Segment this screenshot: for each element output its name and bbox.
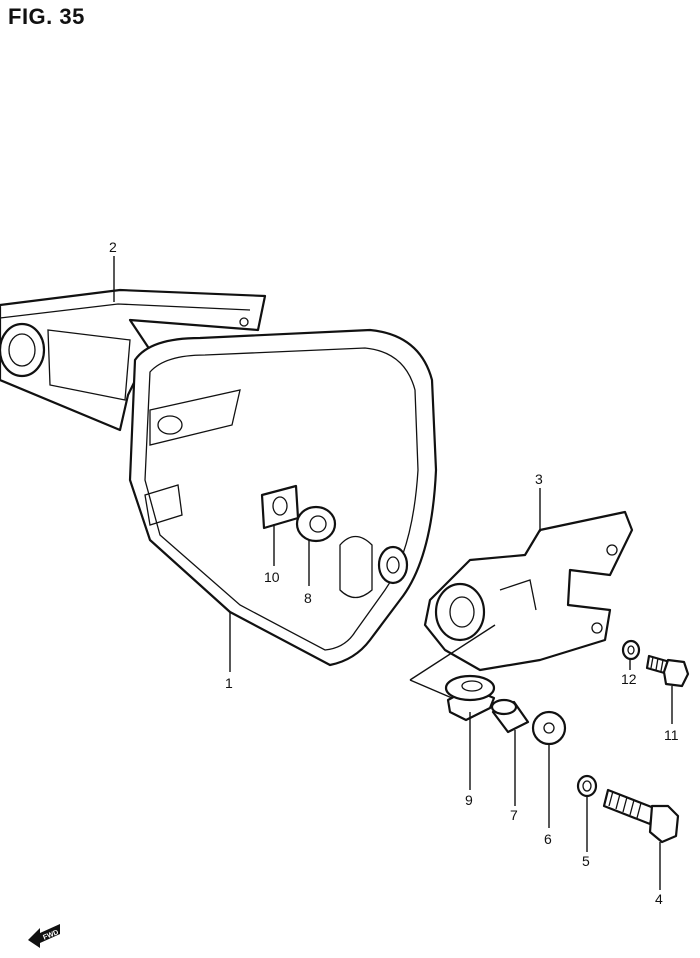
forward-arrow-icon	[28, 924, 60, 948]
figure-title: FIG. 35	[8, 4, 85, 29]
callout-9: 9	[465, 792, 473, 808]
callout-3: 3	[535, 471, 543, 487]
part-9-cushion[interactable]	[444, 674, 496, 722]
part-6-washer[interactable]	[531, 710, 567, 746]
callout-10: 10	[264, 569, 280, 585]
callout-5: 5	[582, 853, 590, 869]
callout-7: 7	[510, 807, 518, 823]
forward-direction-marker: FWD	[28, 924, 60, 948]
part-4-bolt[interactable]	[602, 788, 680, 844]
part-5-spring-washer[interactable]	[576, 774, 598, 798]
part-12-washer[interactable]	[621, 639, 641, 661]
assembly-guide-lines	[409, 624, 496, 699]
callout-11: 11	[664, 727, 679, 743]
part-7-collar[interactable]	[490, 698, 530, 734]
part-8-grommet[interactable]	[295, 505, 337, 543]
part-2-gasket[interactable]	[0, 288, 267, 432]
callout-6: 6	[544, 831, 552, 847]
callout-12: 12	[621, 671, 637, 687]
part-3-bracket[interactable]	[423, 510, 634, 672]
callout-4: 4	[655, 891, 663, 907]
part-11-bolt[interactable]	[645, 654, 690, 688]
callout-leaders	[113, 256, 673, 890]
callout-8: 8	[304, 590, 312, 606]
callout-2: 2	[109, 239, 117, 255]
callout-labels: 2 1 3 4 5 6 7 8 9 10 11 12	[109, 239, 679, 907]
callout-1: 1	[225, 675, 233, 691]
